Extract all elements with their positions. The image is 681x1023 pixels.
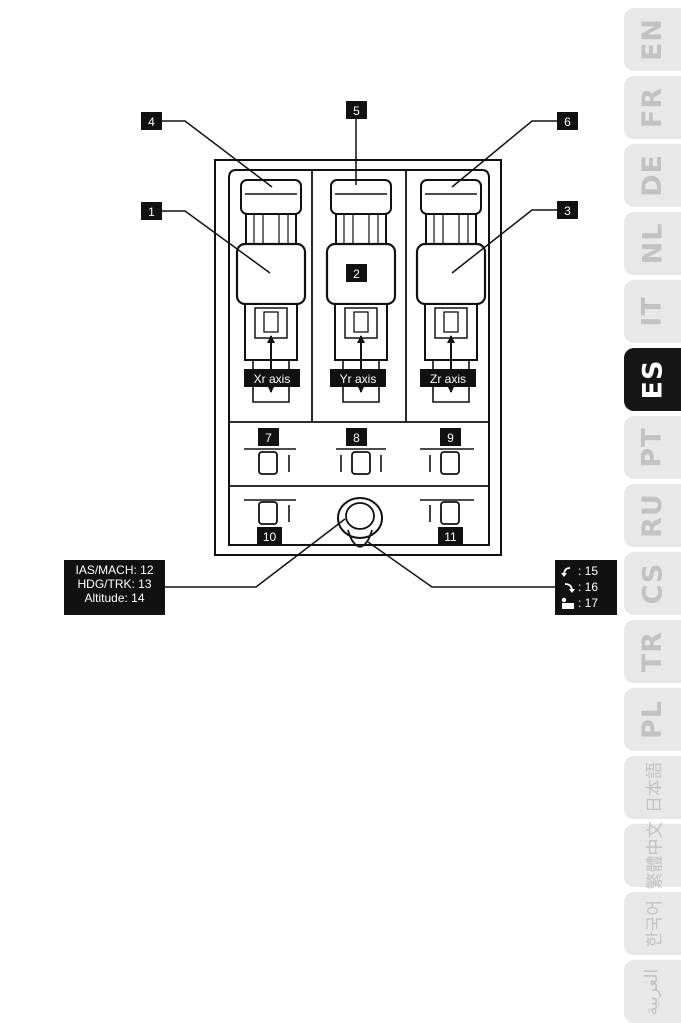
tab-pt[interactable]: PT [624,416,681,479]
right-callout-line-1: : 15 [578,563,598,579]
label-11: 11 [444,530,457,544]
tab-ko[interactable]: 한국어 [624,892,681,955]
tab-cs[interactable]: CS [624,552,681,615]
tab-pl[interactable]: PL [624,688,681,751]
left-callout-line-3: Altitude: 14 [64,591,165,605]
left-callout-line-2: HDG/TRK: 13 [64,577,165,591]
tab-zh[interactable]: 繁體中文 [624,824,681,887]
label-9: 9 [447,431,454,445]
tab-tr[interactable]: TR [624,620,681,683]
push-button-icon [561,597,575,609]
tab-ko-label: 한국어 [640,900,665,947]
label-5: 5 [353,104,360,118]
left-callout: IAS/MACH: 12 HDG/TRK: 13 Altitude: 14 [64,560,165,615]
label-2: 2 [353,267,360,281]
right-callout-line-2: : 16 [578,579,598,595]
tab-cs-label: CS [637,563,668,605]
label-8: 8 [353,431,360,445]
tab-fr[interactable]: FR [624,76,681,139]
button-11[interactable] [441,502,459,524]
tab-ru-label: RU [637,493,668,538]
tab-de[interactable]: DE [624,144,681,207]
label-7: 7 [265,431,272,445]
yr-axis-label: Yr axis [340,372,377,386]
tab-nl[interactable]: NL [624,212,681,275]
label-3: 3 [564,204,571,218]
label-10: 10 [263,530,277,544]
rotate-ccw-icon [561,565,575,577]
rotate-cw-icon [561,581,575,593]
left-callout-line-1: IAS/MACH: 12 [64,563,165,577]
tab-ru[interactable]: RU [624,484,681,547]
tab-zh-label: 繁體中文 [640,822,665,890]
tab-it-label: IT [637,296,668,326]
tab-en-label: EN [637,18,668,61]
right-callout: : 15 : 16 : 17 [555,560,617,615]
tab-pl-label: PL [637,700,668,739]
button-8[interactable] [352,452,370,474]
label-6: 6 [564,115,571,129]
tab-de-label: DE [637,154,668,197]
tab-ja[interactable]: 日本語 [624,756,681,819]
tab-en[interactable]: EN [624,8,681,71]
button-9[interactable] [441,452,459,474]
xr-axis-label: Xr axis [254,372,291,386]
button-7[interactable] [259,452,277,474]
tab-nl-label: NL [637,223,668,265]
zr-axis-label: Zr axis [430,372,466,386]
button-10[interactable] [259,502,277,524]
tab-fr-label: FR [637,87,668,128]
tab-ja-label: 日本語 [640,762,665,813]
label-1: 1 [148,205,155,219]
label-4: 4 [148,115,155,129]
tab-ar[interactable]: العربية [624,960,681,1023]
tab-pt-label: PT [637,427,668,467]
tab-es[interactable]: ES [624,348,681,411]
tab-es-label: ES [637,360,668,400]
tab-ar-label: العربية [643,968,663,1014]
tab-tr-label: TR [637,631,668,672]
tab-it[interactable]: IT [624,280,681,343]
right-callout-line-3: : 17 [578,595,598,611]
